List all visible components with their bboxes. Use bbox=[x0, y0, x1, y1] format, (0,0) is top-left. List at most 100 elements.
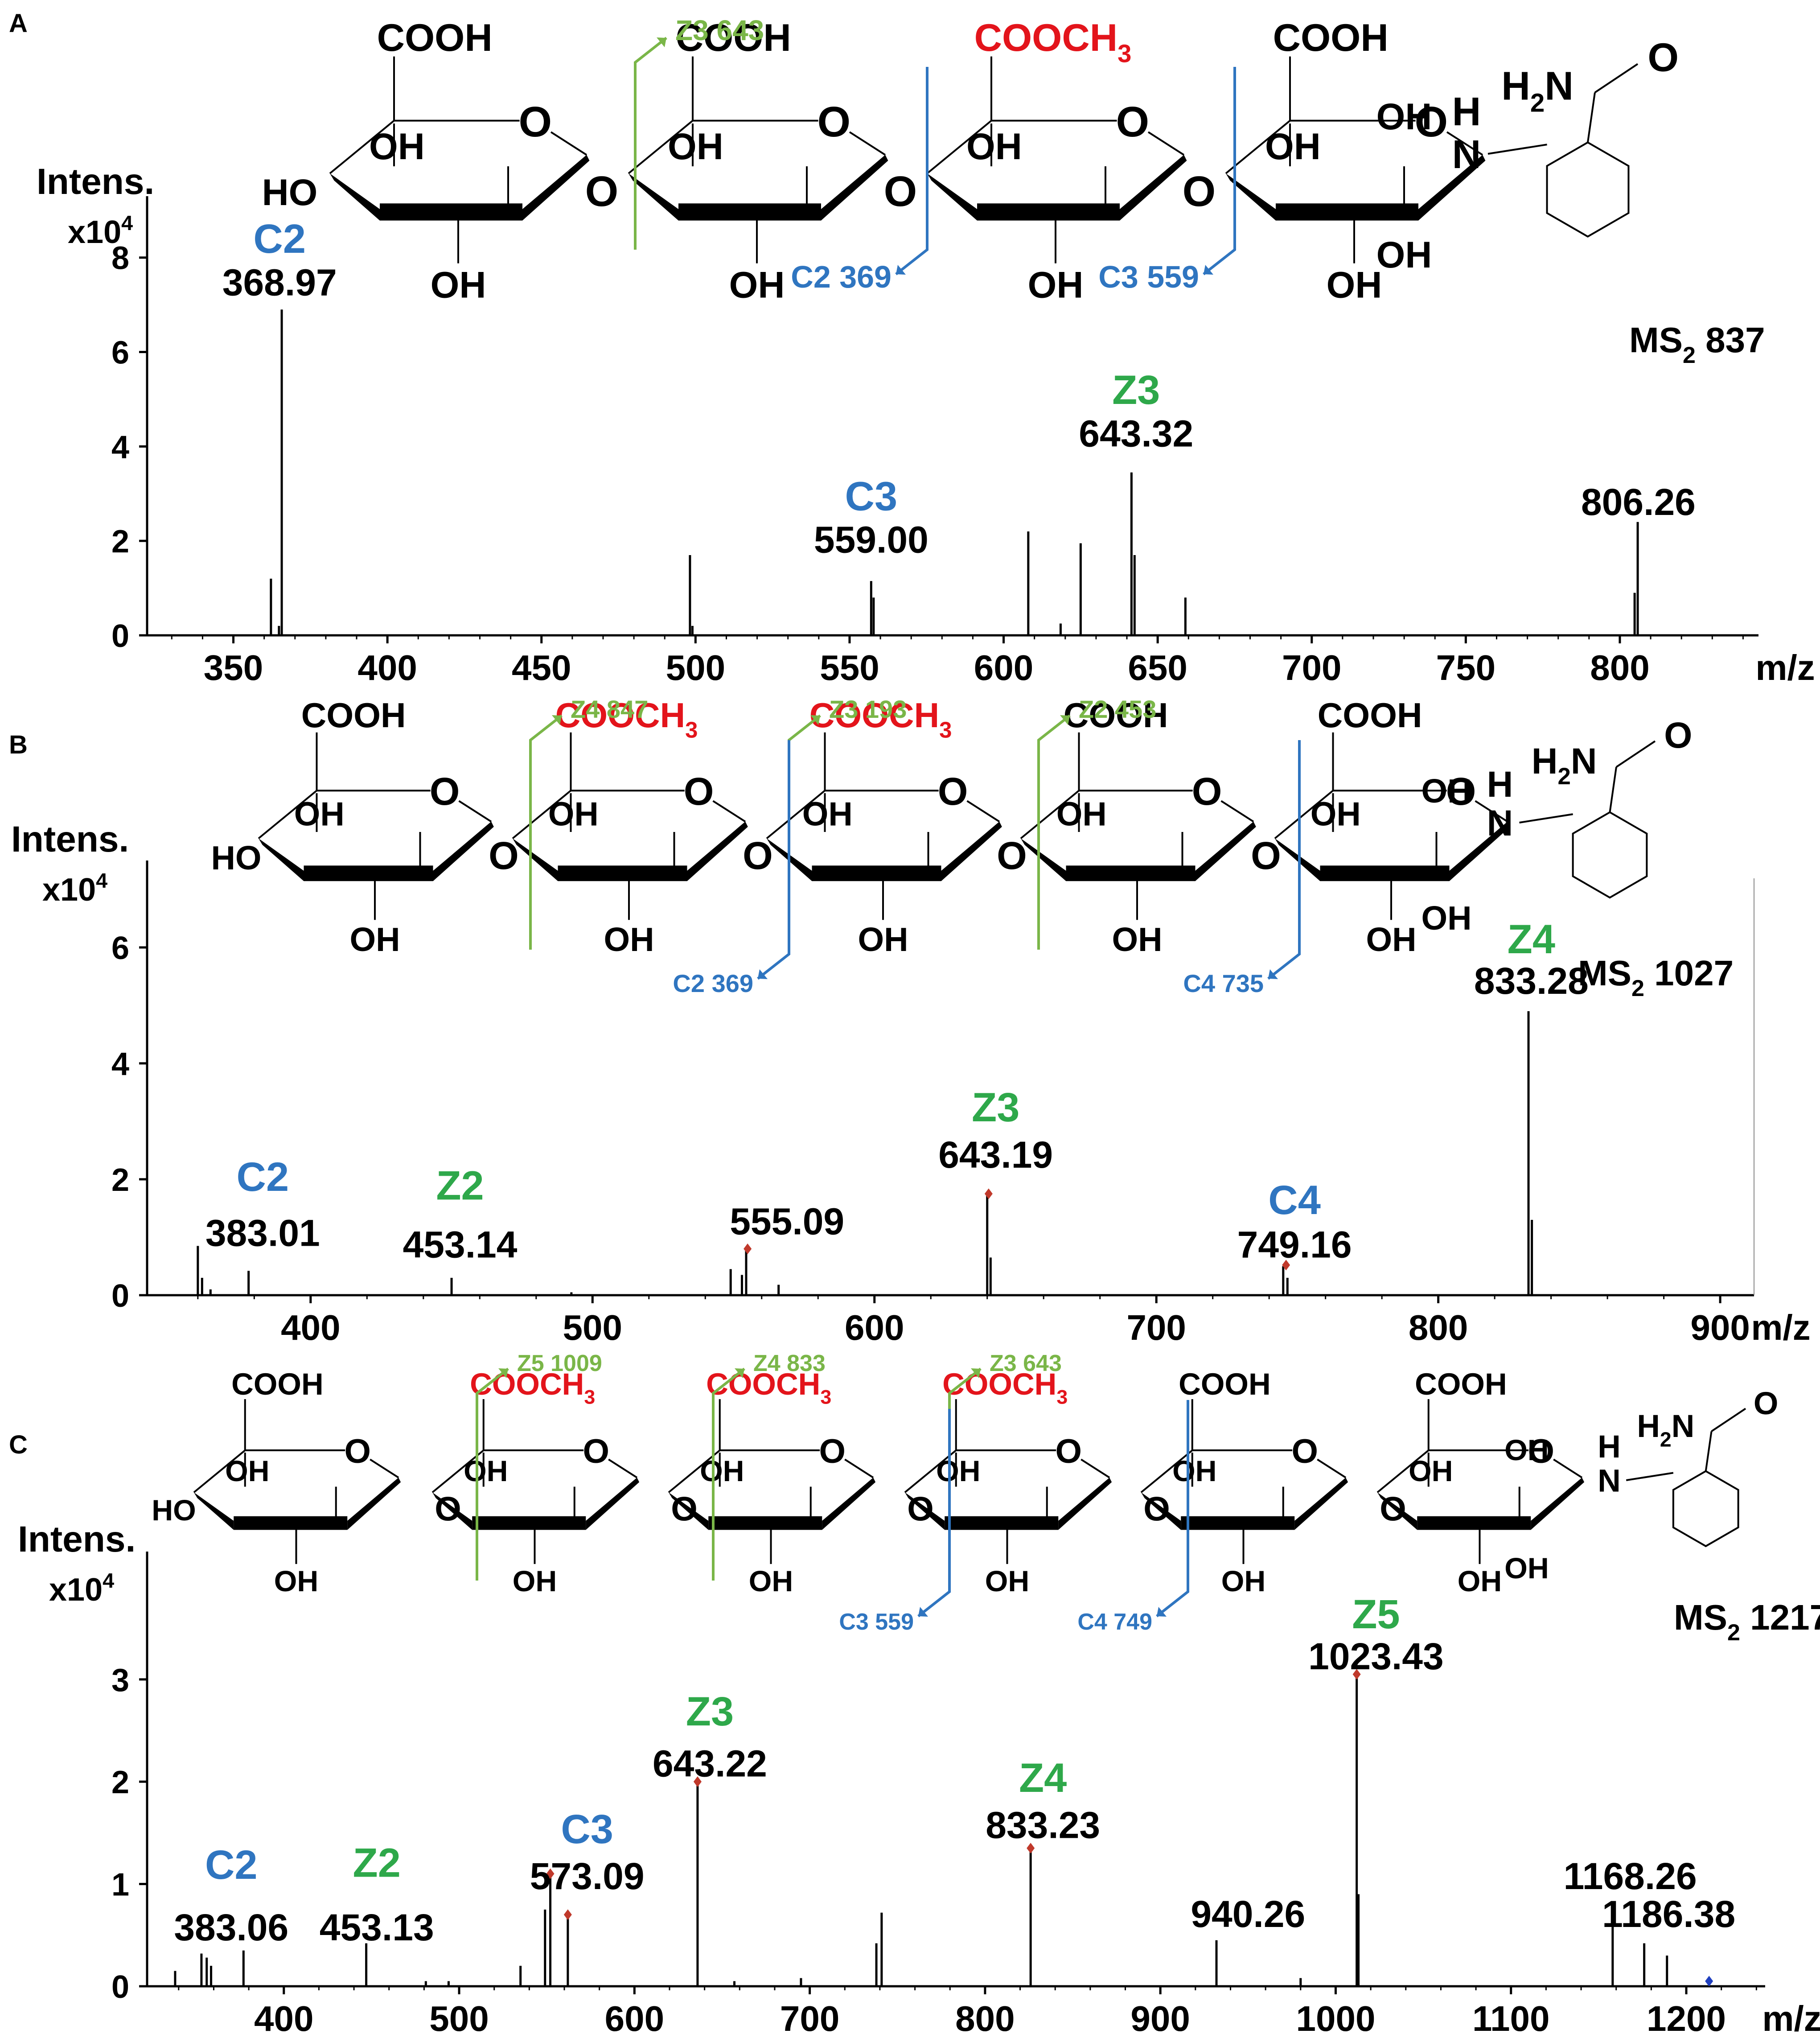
c-cleavage-label: C4 735 bbox=[1183, 969, 1264, 997]
oh-label: OH bbox=[431, 264, 486, 305]
amine-n-label: N bbox=[1452, 132, 1481, 177]
y-tick-label: 1 bbox=[111, 1867, 129, 1903]
oh-label: OH bbox=[604, 921, 654, 958]
glycosidic-oxygen-label: O bbox=[907, 1490, 934, 1528]
amine-bond bbox=[1519, 813, 1573, 823]
amine-bond bbox=[1487, 144, 1547, 155]
ion-label: C2 bbox=[205, 1842, 258, 1888]
ring-bond bbox=[512, 790, 571, 840]
carbonyl-bond bbox=[1711, 1408, 1746, 1433]
ring-bond bbox=[1220, 800, 1254, 823]
ring-bond bbox=[1376, 1449, 1430, 1493]
x-tick-label: 800 bbox=[955, 1999, 1015, 2038]
oh-label: OH bbox=[1376, 96, 1432, 137]
y-tick-label: 0 bbox=[111, 618, 129, 654]
ms-label: MS2 1027 bbox=[1578, 953, 1734, 1001]
ring-bold-bond bbox=[380, 203, 522, 221]
z-cleavage-line bbox=[712, 1367, 745, 1581]
peak-mz-label: 643.22 bbox=[653, 1743, 767, 1785]
c-cleavage-arrowhead bbox=[1204, 265, 1213, 275]
ion-label: C2 bbox=[237, 1154, 289, 1200]
y-tick-label: 0 bbox=[111, 1278, 129, 1314]
panel-label-b: B bbox=[9, 730, 28, 759]
c-cleavage-line bbox=[895, 67, 928, 276]
ring-bond bbox=[668, 1449, 721, 1493]
amine-h-label: H bbox=[1598, 1429, 1621, 1465]
ring-oxygen-label: O bbox=[1192, 770, 1222, 813]
z-cleavage-line bbox=[634, 37, 667, 250]
structure-b: OCOOHOHOHOCOOCH3OHOHOCOOCH3OHOHOCOOHOHOH… bbox=[211, 695, 1692, 997]
amine-n-label: N bbox=[1598, 1463, 1621, 1499]
cooh-label: COOH bbox=[301, 696, 406, 735]
carbonyl-o-label: O bbox=[1647, 35, 1679, 79]
ho-label: HO bbox=[152, 1494, 196, 1527]
amine-bond bbox=[1626, 1472, 1674, 1481]
ring-bold-bond bbox=[234, 1516, 348, 1530]
c-cleavage-label: C4 749 bbox=[1077, 1609, 1152, 1635]
ion-label: Z2 bbox=[436, 1163, 484, 1209]
ring-bold-bond bbox=[905, 1492, 945, 1530]
oh-label: OH bbox=[936, 1455, 980, 1488]
c-cleavage-arrowhead bbox=[896, 265, 906, 275]
ring-bold-bond bbox=[558, 865, 687, 881]
cooh-label: COOH bbox=[1318, 696, 1422, 735]
ring-bond bbox=[844, 1458, 874, 1478]
ring-bond bbox=[608, 1458, 638, 1478]
y-tick-label: 2 bbox=[111, 1162, 129, 1198]
panel-label-c: C bbox=[9, 1430, 28, 1459]
glycosidic-oxygen-label: O bbox=[884, 168, 917, 215]
ring-bond bbox=[966, 800, 1000, 823]
ring-bold-bond bbox=[708, 1516, 822, 1530]
c-cleavage-label: C3 559 bbox=[839, 1609, 914, 1635]
oh-label: OH bbox=[729, 264, 785, 305]
x-tick-label: 350 bbox=[204, 648, 263, 688]
ring-oxygen-label: O bbox=[344, 1433, 371, 1470]
x-tick-label: 900 bbox=[1690, 1308, 1750, 1347]
ion-label: C2 bbox=[253, 216, 306, 262]
x-tick-label: 800 bbox=[1590, 648, 1649, 688]
glycosidic-oxygen-label: O bbox=[1183, 168, 1216, 215]
ring-oxygen-label: O bbox=[817, 98, 850, 146]
ring-oxygen-label: O bbox=[1116, 98, 1149, 146]
peak-mz-label: 940.26 bbox=[1191, 1893, 1305, 1935]
oh-label: OH bbox=[1172, 1455, 1216, 1488]
glycosidic-oxygen-label: O bbox=[435, 1490, 461, 1528]
peak-mz-label: 833.28 bbox=[1474, 960, 1589, 1002]
structure-a: OCOOHOHOHOCOOHOHOHOCOOCH3OHOHOCOOHOHOHHO… bbox=[262, 14, 1679, 305]
panel-label-a: A bbox=[9, 9, 28, 38]
peak-mz-label: 383.01 bbox=[205, 1212, 320, 1254]
cooch3-label: COOCH3 bbox=[974, 16, 1132, 68]
ion-label: Z4 bbox=[1508, 917, 1555, 962]
x-tick-label: 600 bbox=[605, 1999, 664, 2038]
z-cleavage-label: Z4 847 bbox=[571, 695, 648, 723]
y-tick-label: 6 bbox=[111, 930, 129, 966]
ring-bond bbox=[431, 1449, 485, 1493]
z-cleavage-line bbox=[529, 714, 563, 950]
x-tick-label: 600 bbox=[845, 1308, 904, 1347]
oh-label: OH bbox=[274, 1565, 318, 1598]
ring-bond bbox=[628, 120, 694, 174]
peak-mz-label: 643.19 bbox=[938, 1134, 1053, 1176]
oh-label: OH bbox=[966, 126, 1022, 167]
carbonyl-o-label: O bbox=[1754, 1386, 1779, 1421]
y-tick-label: 0 bbox=[111, 1969, 129, 2005]
ring-bond bbox=[1140, 1449, 1193, 1493]
benzene-ring bbox=[1546, 141, 1630, 238]
glycosidic-oxygen-label: O bbox=[671, 1490, 698, 1528]
ion-label: Z3 bbox=[686, 1689, 734, 1734]
ring-oxygen-label: O bbox=[1414, 98, 1448, 146]
oh-label: OH bbox=[1409, 1455, 1453, 1488]
z-cleavage-line bbox=[788, 714, 821, 950]
z-cleavage-arrowhead bbox=[552, 715, 562, 725]
ring-bond bbox=[1147, 131, 1185, 156]
ring-bold-bond bbox=[1066, 865, 1196, 881]
ring-bold-bond bbox=[1058, 1478, 1112, 1530]
oh-label: OH bbox=[1504, 1552, 1549, 1585]
oh-label: OH bbox=[1221, 1565, 1265, 1598]
y-tick-label: 2 bbox=[111, 524, 129, 560]
ion-label: C3 bbox=[845, 473, 898, 519]
ring-bold-bond bbox=[586, 1478, 640, 1530]
c-cleavage-line bbox=[1203, 67, 1236, 276]
